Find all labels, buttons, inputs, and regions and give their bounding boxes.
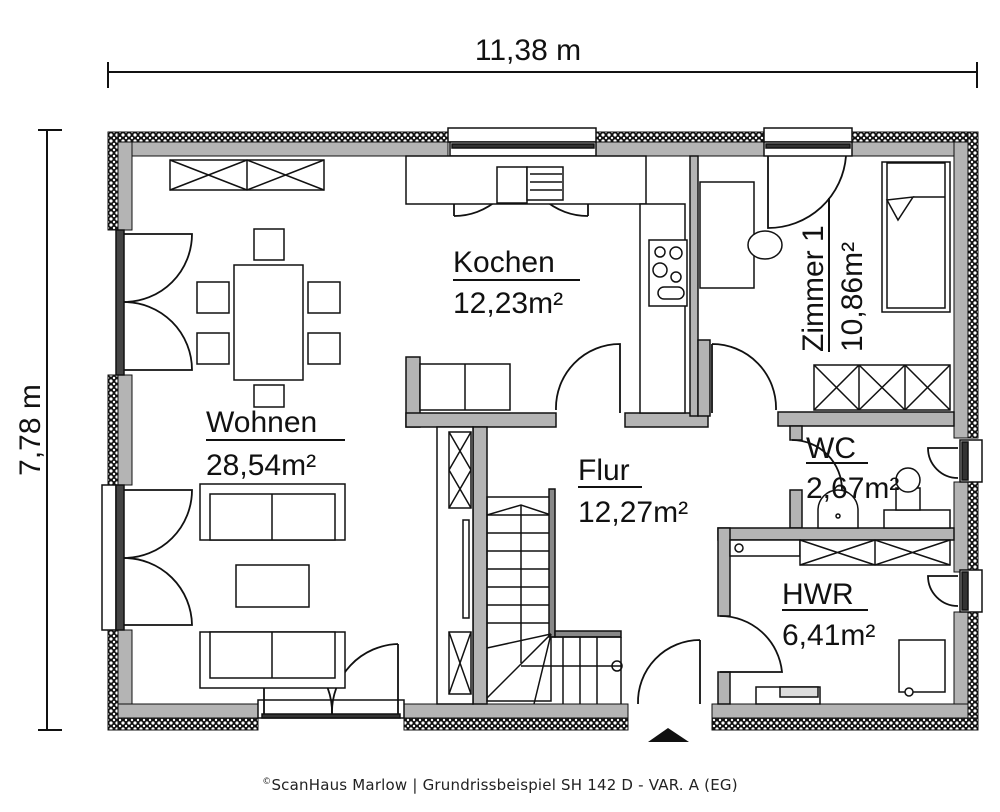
copyright-mark: © (262, 777, 272, 787)
svg-text:Flur: Flur (578, 454, 630, 487)
exterior-walls (107, 131, 979, 731)
svg-text:WC: WC (806, 432, 856, 465)
windows (101, 127, 983, 719)
svg-text:12,27m²: 12,27m² (578, 496, 688, 529)
caption: ©ScanHaus Marlow | Grundrissbeispiel SH … (0, 776, 1000, 794)
height-label: 7,78 m (14, 384, 47, 476)
room-label-zimmer1: Zimmer 1 10,86m² (797, 198, 869, 352)
living-furniture (169, 159, 474, 705)
staircase (486, 488, 623, 705)
room-label-flur: Flur 12,27m² (578, 454, 688, 529)
bedroom-furniture (699, 161, 951, 411)
svg-text:2,67m²: 2,67m² (806, 472, 899, 505)
wc-furniture (817, 467, 951, 529)
svg-text:6,41m²: 6,41m² (782, 619, 875, 652)
room-label-wc: WC 2,67m² (806, 432, 899, 505)
entrance-arrow-icon (648, 728, 689, 742)
room-label-kochen: Kochen 12,23m² (453, 246, 580, 320)
svg-text:Wohnen: Wohnen (206, 406, 317, 439)
width-label: 11,38 m (475, 34, 581, 67)
svg-text:Zimmer 1: Zimmer 1 (797, 225, 830, 352)
room-label-hwr: HWR 6,41m² (782, 578, 875, 652)
svg-text:HWR: HWR (782, 578, 854, 611)
utility-furniture (729, 539, 951, 705)
dimension-width (107, 62, 978, 88)
svg-text:12,23m²: 12,23m² (453, 287, 563, 320)
room-label-wohnen: Wohnen 28,54m² (206, 406, 345, 482)
dimension-height (38, 129, 62, 731)
svg-text:28,54m²: 28,54m² (206, 449, 316, 482)
caption-text: ScanHaus Marlow | Grundrissbeispiel SH 1… (271, 776, 738, 794)
kitchen-furniture (405, 155, 688, 414)
interior-walls (405, 155, 955, 705)
svg-text:Kochen: Kochen (453, 246, 555, 279)
svg-text:10,86m²: 10,86m² (836, 242, 869, 352)
